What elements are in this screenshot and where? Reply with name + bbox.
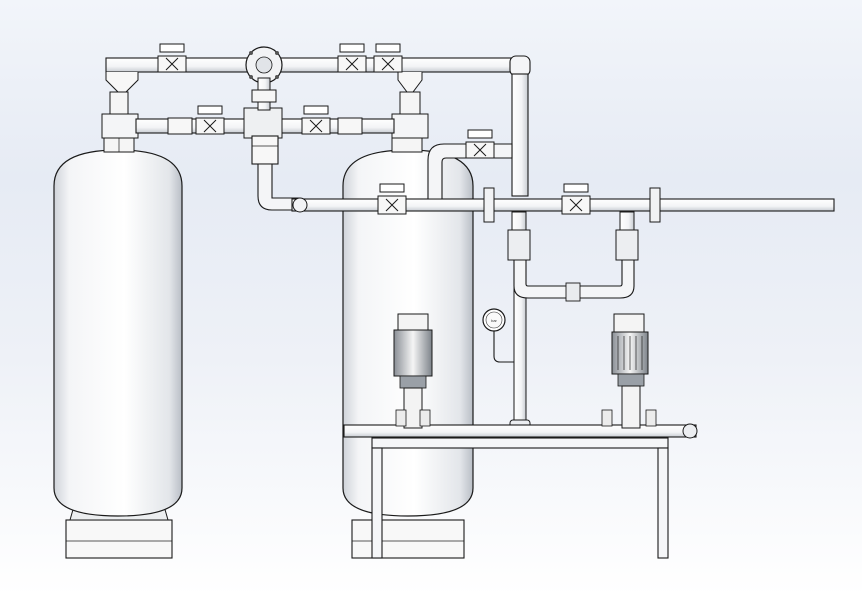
left-pump [393,313,433,429]
valve-outlet-1 [377,183,407,215]
pump-skid-frame [343,423,698,559]
valve-outlet-2 [561,183,591,215]
left-pressure-vessel [53,135,183,559]
butterfly-valves [157,43,591,215]
valve-mid-2 [301,105,331,135]
middle-header-pipe [101,77,429,139]
valve-top-3 [373,43,403,73]
filter-housing [251,135,279,165]
right-pump [601,313,657,429]
top-header-pipe [105,55,531,117]
pressure-gauge: bar [482,308,514,363]
valve-mid-3 [337,117,363,135]
valve-riser [465,129,495,159]
valve-top-1 [157,43,187,73]
valve-top-2 [337,43,367,73]
valve-mid-4 [167,117,193,135]
gauge-label: bar [491,318,497,323]
valve-mid-1 [195,105,225,135]
